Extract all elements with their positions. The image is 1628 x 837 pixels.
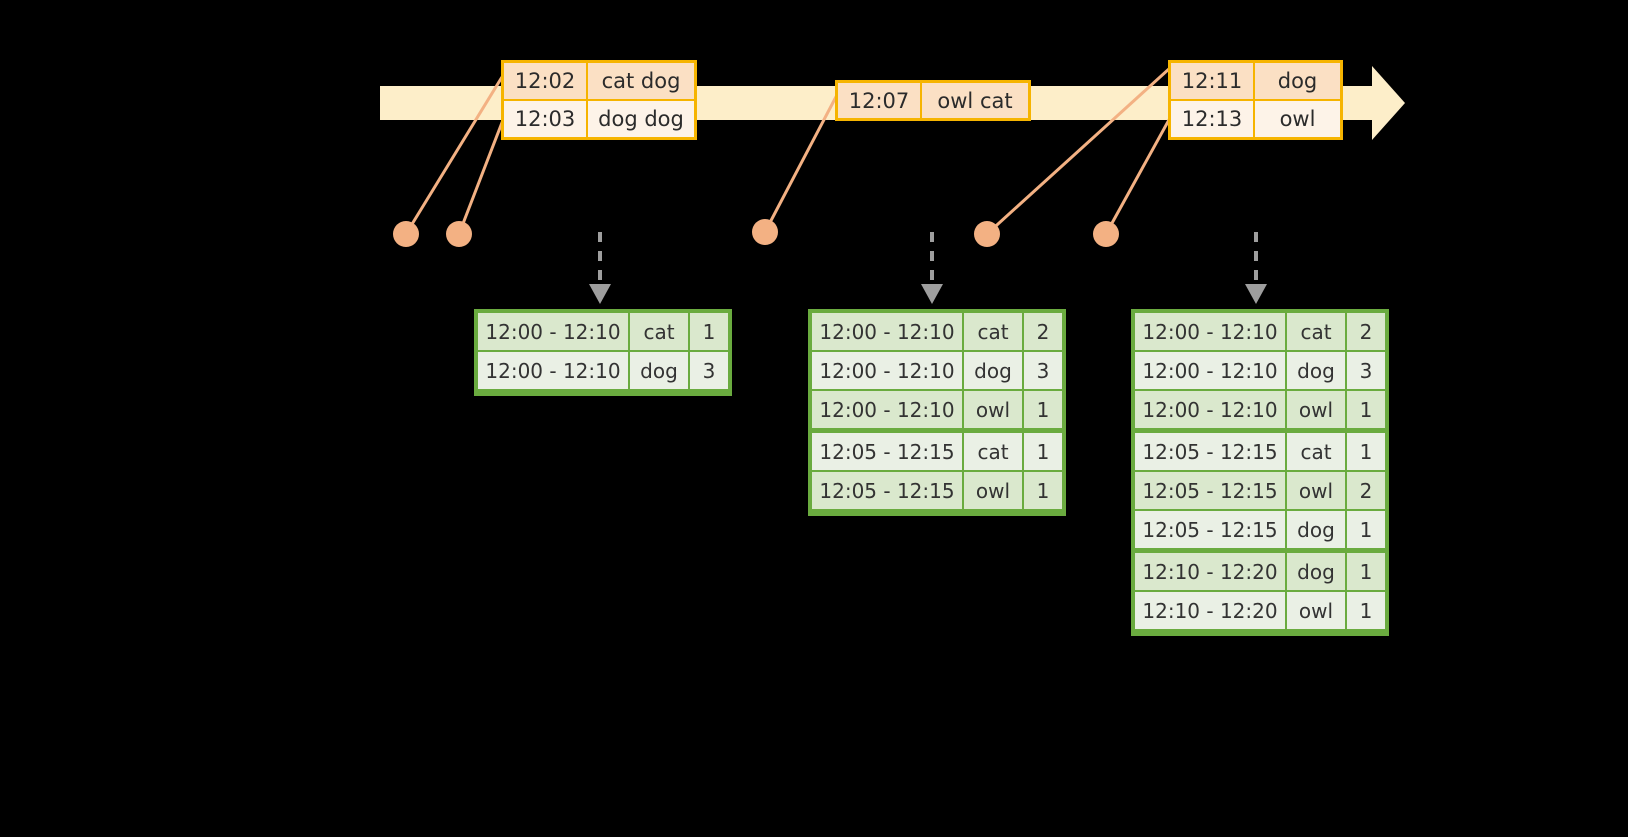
cell-window-range: 12:00 - 12:10 (812, 352, 962, 389)
event-words: dog (1277, 69, 1318, 93)
cell-word: cat (1287, 433, 1345, 470)
event-row: 12:07 owl cat (838, 83, 1028, 118)
cell-window-range: 12:10 - 12:20 (1135, 553, 1285, 590)
event-time: 12:11 (1171, 63, 1255, 99)
cell-count: 1 (1347, 433, 1385, 470)
cell-count: 2 (1347, 472, 1385, 509)
cell-count: 1 (1347, 592, 1385, 629)
cell-word: owl (1287, 472, 1345, 509)
cell-word: owl (1287, 391, 1345, 428)
event-time: 12:03 (504, 101, 588, 137)
cell-count: 1 (1347, 553, 1385, 590)
event-row: 12:03 dog dog (504, 99, 694, 137)
emit-arrow-1-head-icon (589, 284, 611, 304)
emit-arrow-2-head-icon (921, 284, 943, 304)
event-box-3[interactable]: 12:11 dog 12:13 owl (1168, 60, 1343, 140)
event-words: owl (1279, 107, 1316, 131)
cell-word: cat (1287, 313, 1345, 350)
connector-dot-1207 (752, 219, 778, 245)
event-words: cat dog (601, 69, 681, 93)
cell-window-range: 12:05 - 12:15 (812, 433, 962, 470)
event-row: 12:11 dog (1171, 63, 1340, 99)
cell-count: 2 (1024, 313, 1062, 350)
cell-window-range: 12:10 - 12:20 (1135, 592, 1285, 629)
connector-dot-1211 (974, 221, 1000, 247)
cell-window-range: 12:00 - 12:10 (1135, 313, 1285, 350)
cell-window-range: 12:05 - 12:15 (1135, 472, 1285, 509)
cell-window-range: 12:00 - 12:10 (812, 391, 962, 428)
cell-word: owl (964, 472, 1022, 509)
event-row: 12:13 owl (1171, 99, 1340, 137)
connector-dot-1203 (446, 221, 472, 247)
cell-word: dog (630, 352, 688, 389)
cell-count: 2 (1347, 313, 1385, 350)
cell-count: 1 (1024, 433, 1062, 470)
timeline-arrowhead-icon (1372, 66, 1405, 140)
event-words: dog dog (598, 107, 684, 131)
cell-window-range: 12:05 - 12:15 (1135, 433, 1285, 470)
cell-count: 1 (1347, 511, 1385, 548)
cell-word: dog (1287, 553, 1345, 590)
event-time: 12:13 (1171, 101, 1255, 137)
leader-line-1213 (1104, 117, 1172, 235)
cell-word: dog (1287, 352, 1345, 389)
emit-arrow-3-head-icon (1245, 284, 1267, 304)
event-time: 12:02 (504, 63, 588, 99)
cell-word: cat (964, 313, 1022, 350)
cell-count: 3 (1347, 352, 1385, 389)
cell-window-range: 12:00 - 12:10 (478, 313, 628, 350)
cell-count: 3 (1024, 352, 1062, 389)
event-box-1[interactable]: 12:02 cat dog 12:03 dog dog (501, 60, 697, 140)
cell-count: 1 (690, 313, 728, 350)
cell-word: cat (630, 313, 688, 350)
cell-word: dog (1287, 511, 1345, 548)
event-time: 12:07 (838, 83, 922, 118)
event-box-2[interactable]: 12:07 owl cat (835, 80, 1031, 121)
cell-count: 3 (690, 352, 728, 389)
event-words: owl cat (937, 88, 1013, 113)
cell-word: owl (1287, 592, 1345, 629)
cell-count: 1 (1347, 391, 1385, 428)
cell-window-range: 12:00 - 12:10 (1135, 352, 1285, 389)
cell-window-range: 12:05 - 12:15 (1135, 511, 1285, 548)
cell-window-range: 12:00 - 12:10 (1135, 391, 1285, 428)
cell-word: cat (964, 433, 1022, 470)
cell-window-range: 12:05 - 12:15 (812, 472, 962, 509)
connector-dot-1213 (1093, 221, 1119, 247)
event-row: 12:02 cat dog (504, 63, 694, 99)
cell-word: owl (964, 391, 1022, 428)
cell-word: dog (964, 352, 1022, 389)
leader-line-1203 (457, 119, 505, 235)
cell-count: 1 (1024, 391, 1062, 428)
cell-count: 1 (1024, 472, 1062, 509)
cell-window-range: 12:00 - 12:10 (812, 313, 962, 350)
connector-dot-1202 (393, 221, 419, 247)
cell-window-range: 12:00 - 12:10 (478, 352, 628, 389)
